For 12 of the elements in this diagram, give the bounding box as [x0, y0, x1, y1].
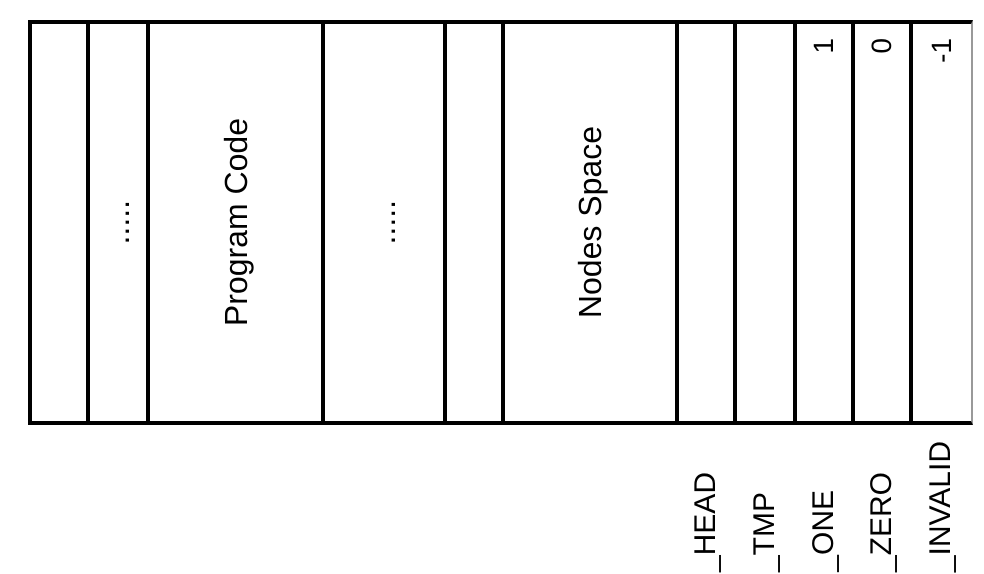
region-label: Nodes Space: [574, 126, 606, 319]
ellipsis-label: .....: [368, 200, 400, 245]
value-label: -1: [928, 38, 956, 63]
slot-name-label: _HEAD: [691, 472, 721, 572]
ellipsis-label: .....: [102, 200, 134, 245]
region-label: Program Code: [220, 118, 252, 327]
slot-name-label: _ZERO: [867, 472, 897, 572]
value-label: 1: [810, 38, 838, 54]
slot-name-label: _INVALID: [926, 440, 956, 572]
slot-name-label: _TMP: [750, 492, 780, 572]
slot-name-label: _ONE: [809, 490, 839, 572]
value-label: 0: [868, 38, 896, 54]
